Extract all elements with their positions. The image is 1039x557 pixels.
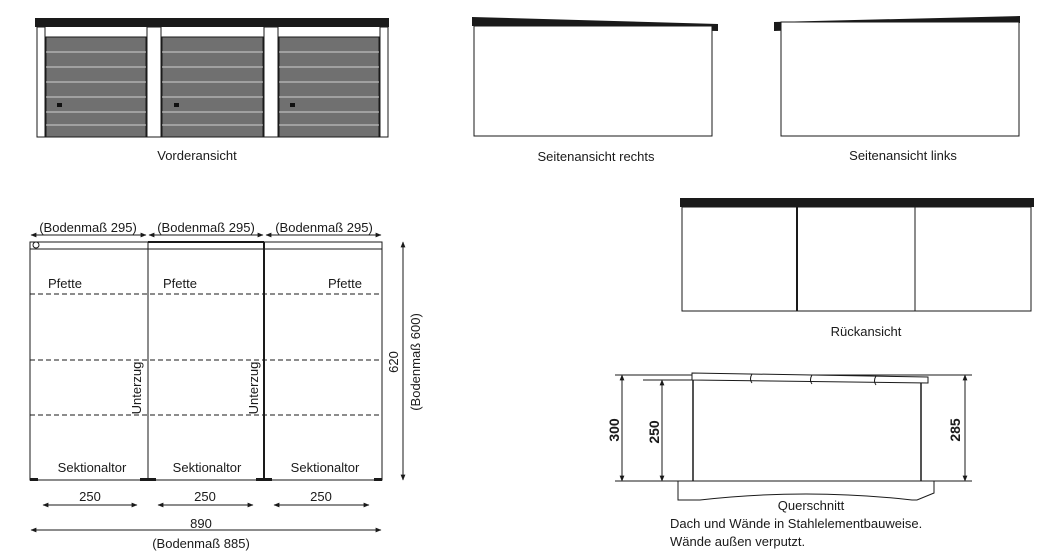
side-left-wall: [780, 21, 1020, 137]
height-inner-label: 250: [646, 420, 662, 444]
rear-view: Rückansicht: [680, 198, 1034, 339]
height-rear-label: 285: [947, 418, 963, 442]
downpipe-icon: [32, 241, 40, 249]
section-caption: Querschnitt: [778, 498, 845, 513]
side-right-wall: [473, 25, 713, 137]
depth-label: 620: [386, 351, 401, 373]
roof-fixing-icon: [874, 375, 877, 386]
door-handle-icon: [174, 103, 179, 107]
front-door-2: [161, 36, 264, 138]
cross-section: 300 250 285 Querschnitt Dach und Wände i…: [606, 372, 972, 549]
rear-roof: [680, 198, 1034, 207]
rear-view-caption: Rückansicht: [831, 324, 902, 339]
notes-line-1: Dach und Wände in Stahlelementbauweise.: [670, 516, 922, 531]
plan-outline: [29, 241, 383, 481]
rear-wall: [681, 206, 1032, 312]
front-post: [379, 26, 389, 138]
post-mark: [256, 478, 272, 481]
front-view: Vorderansicht: [35, 18, 389, 163]
section-foundation: [677, 480, 935, 501]
floor-dim-label: (Bodenmaß 295): [275, 220, 373, 235]
door-width-label: 250: [310, 489, 332, 504]
depth-floor-label: (Bodenmaß 600): [408, 313, 423, 411]
door-handle-icon: [290, 103, 295, 107]
front-post: [263, 26, 279, 138]
beam-label: Unterzug: [129, 362, 144, 415]
purlin-label: Pfette: [48, 276, 82, 291]
post-mark: [374, 478, 382, 481]
notes-line-2: Wände außen verputzt.: [670, 534, 805, 549]
side-right-view: Seitenansicht rechts: [472, 17, 718, 164]
floor-plan: (Bodenmaß 295) (Bodenmaß 295) (Bodenmaß …: [29, 220, 423, 551]
side-left-caption: Seitenansicht links: [849, 148, 957, 163]
side-left-view: Seitenansicht links: [774, 16, 1020, 163]
post-mark: [30, 478, 38, 481]
roof-fixing-icon: [750, 373, 753, 384]
door-label: Sektionaltor: [291, 460, 360, 475]
front-door-3: [278, 36, 380, 138]
total-width-label: 890: [190, 516, 212, 531]
front-roof: [35, 18, 389, 27]
door-label: Sektionaltor: [58, 460, 127, 475]
roof-fixing-icon: [810, 374, 813, 385]
side-right-caption: Seitenansicht rechts: [537, 149, 655, 164]
floor-dim-label: (Bodenmaß 295): [157, 220, 255, 235]
purlin-label: Pfette: [328, 276, 362, 291]
front-door-1: [45, 36, 147, 138]
front-post: [146, 26, 162, 138]
door-width-label: 250: [194, 489, 216, 504]
front-view-caption: Vorderansicht: [157, 148, 237, 163]
door-width-label: 250: [79, 489, 101, 504]
door-label: Sektionaltor: [173, 460, 242, 475]
post-mark: [140, 478, 156, 481]
purlin-label: Pfette: [163, 276, 197, 291]
floor-dim-label: (Bodenmaß 295): [39, 220, 137, 235]
door-handle-icon: [57, 103, 62, 107]
front-post: [36, 26, 46, 138]
beam-label: Unterzug: [246, 362, 261, 415]
height-total-label: 300: [606, 418, 622, 442]
total-floor-label: (Bodenmaß 885): [152, 536, 250, 551]
